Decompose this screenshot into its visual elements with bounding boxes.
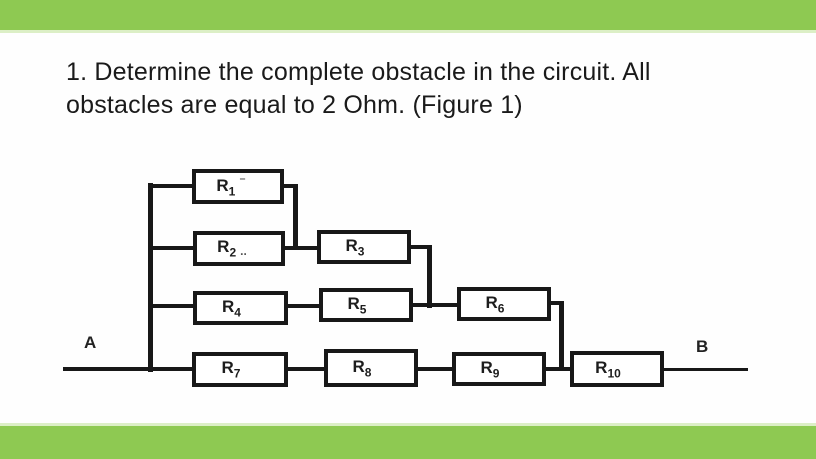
resistor-r4: R4 bbox=[193, 291, 288, 325]
wire-r8-to-r9 bbox=[416, 367, 454, 371]
terminal-b-label: B bbox=[696, 337, 709, 356]
bottom-green-band bbox=[0, 423, 816, 459]
wire-left-bus bbox=[148, 183, 153, 372]
resistor-r6: R6 bbox=[457, 287, 551, 321]
resistor-r1-label: R1⁻ bbox=[216, 174, 246, 199]
wire-r1-out bbox=[282, 184, 297, 188]
problem-title: 1. Determine the complete obstacle in th… bbox=[66, 56, 706, 122]
resistor-r7-label: R7 bbox=[221, 358, 241, 381]
wire-bus-to-r4 bbox=[153, 304, 196, 308]
resistor-r6-label: R6 bbox=[485, 292, 505, 316]
wire-terminal-a bbox=[63, 367, 193, 371]
resistor-r5: R5 bbox=[319, 288, 413, 322]
resistor-r2: R2.. bbox=[193, 231, 285, 266]
resistor-r8-label: R8 bbox=[352, 356, 372, 380]
wire-r6-out bbox=[549, 301, 563, 305]
wire-bus-to-r1 bbox=[153, 184, 195, 188]
title-line-2: obstacles are equal to 2 Ohm. (Figure 1) bbox=[66, 91, 523, 119]
resistor-r5-label: R5 bbox=[347, 293, 367, 317]
resistor-r9: R9 bbox=[452, 352, 546, 386]
terminal-a-label: A bbox=[84, 333, 97, 352]
resistor-r8: R8 bbox=[324, 349, 418, 387]
resistor-r10: R10 bbox=[570, 351, 664, 387]
resistor-r3-label: R3 bbox=[345, 235, 365, 259]
wire-vertical-r3-r5 bbox=[427, 245, 432, 308]
resistor-r1: R1⁻ bbox=[192, 169, 284, 204]
wire-r7-to-r8 bbox=[286, 367, 326, 371]
resistor-r10-label: R10 bbox=[595, 357, 621, 381]
resistor-r9-label: R9 bbox=[480, 357, 500, 381]
wire-bus-to-r2 bbox=[153, 246, 196, 250]
top-green-band bbox=[0, 0, 816, 33]
resistor-r7: R7 bbox=[192, 352, 288, 387]
wire-r4-to-r5 bbox=[286, 304, 322, 308]
wire-r5-to-r6 bbox=[411, 303, 459, 307]
resistor-r2-label: R2.. bbox=[217, 237, 247, 260]
wire-r3-out bbox=[409, 245, 432, 249]
wire-terminal-b bbox=[662, 368, 748, 371]
resistor-r3: R3 bbox=[317, 230, 411, 264]
wire-vertical-r1-r2 bbox=[293, 184, 298, 250]
wire-r2-to-r3 bbox=[283, 246, 320, 250]
title-line-1: 1. Determine the complete obstacle in th… bbox=[66, 58, 651, 86]
wire-r9-to-r10 bbox=[544, 367, 572, 371]
wire-vertical-r6-bottom bbox=[559, 301, 564, 371]
resistor-r4-label: R4 bbox=[222, 296, 241, 320]
